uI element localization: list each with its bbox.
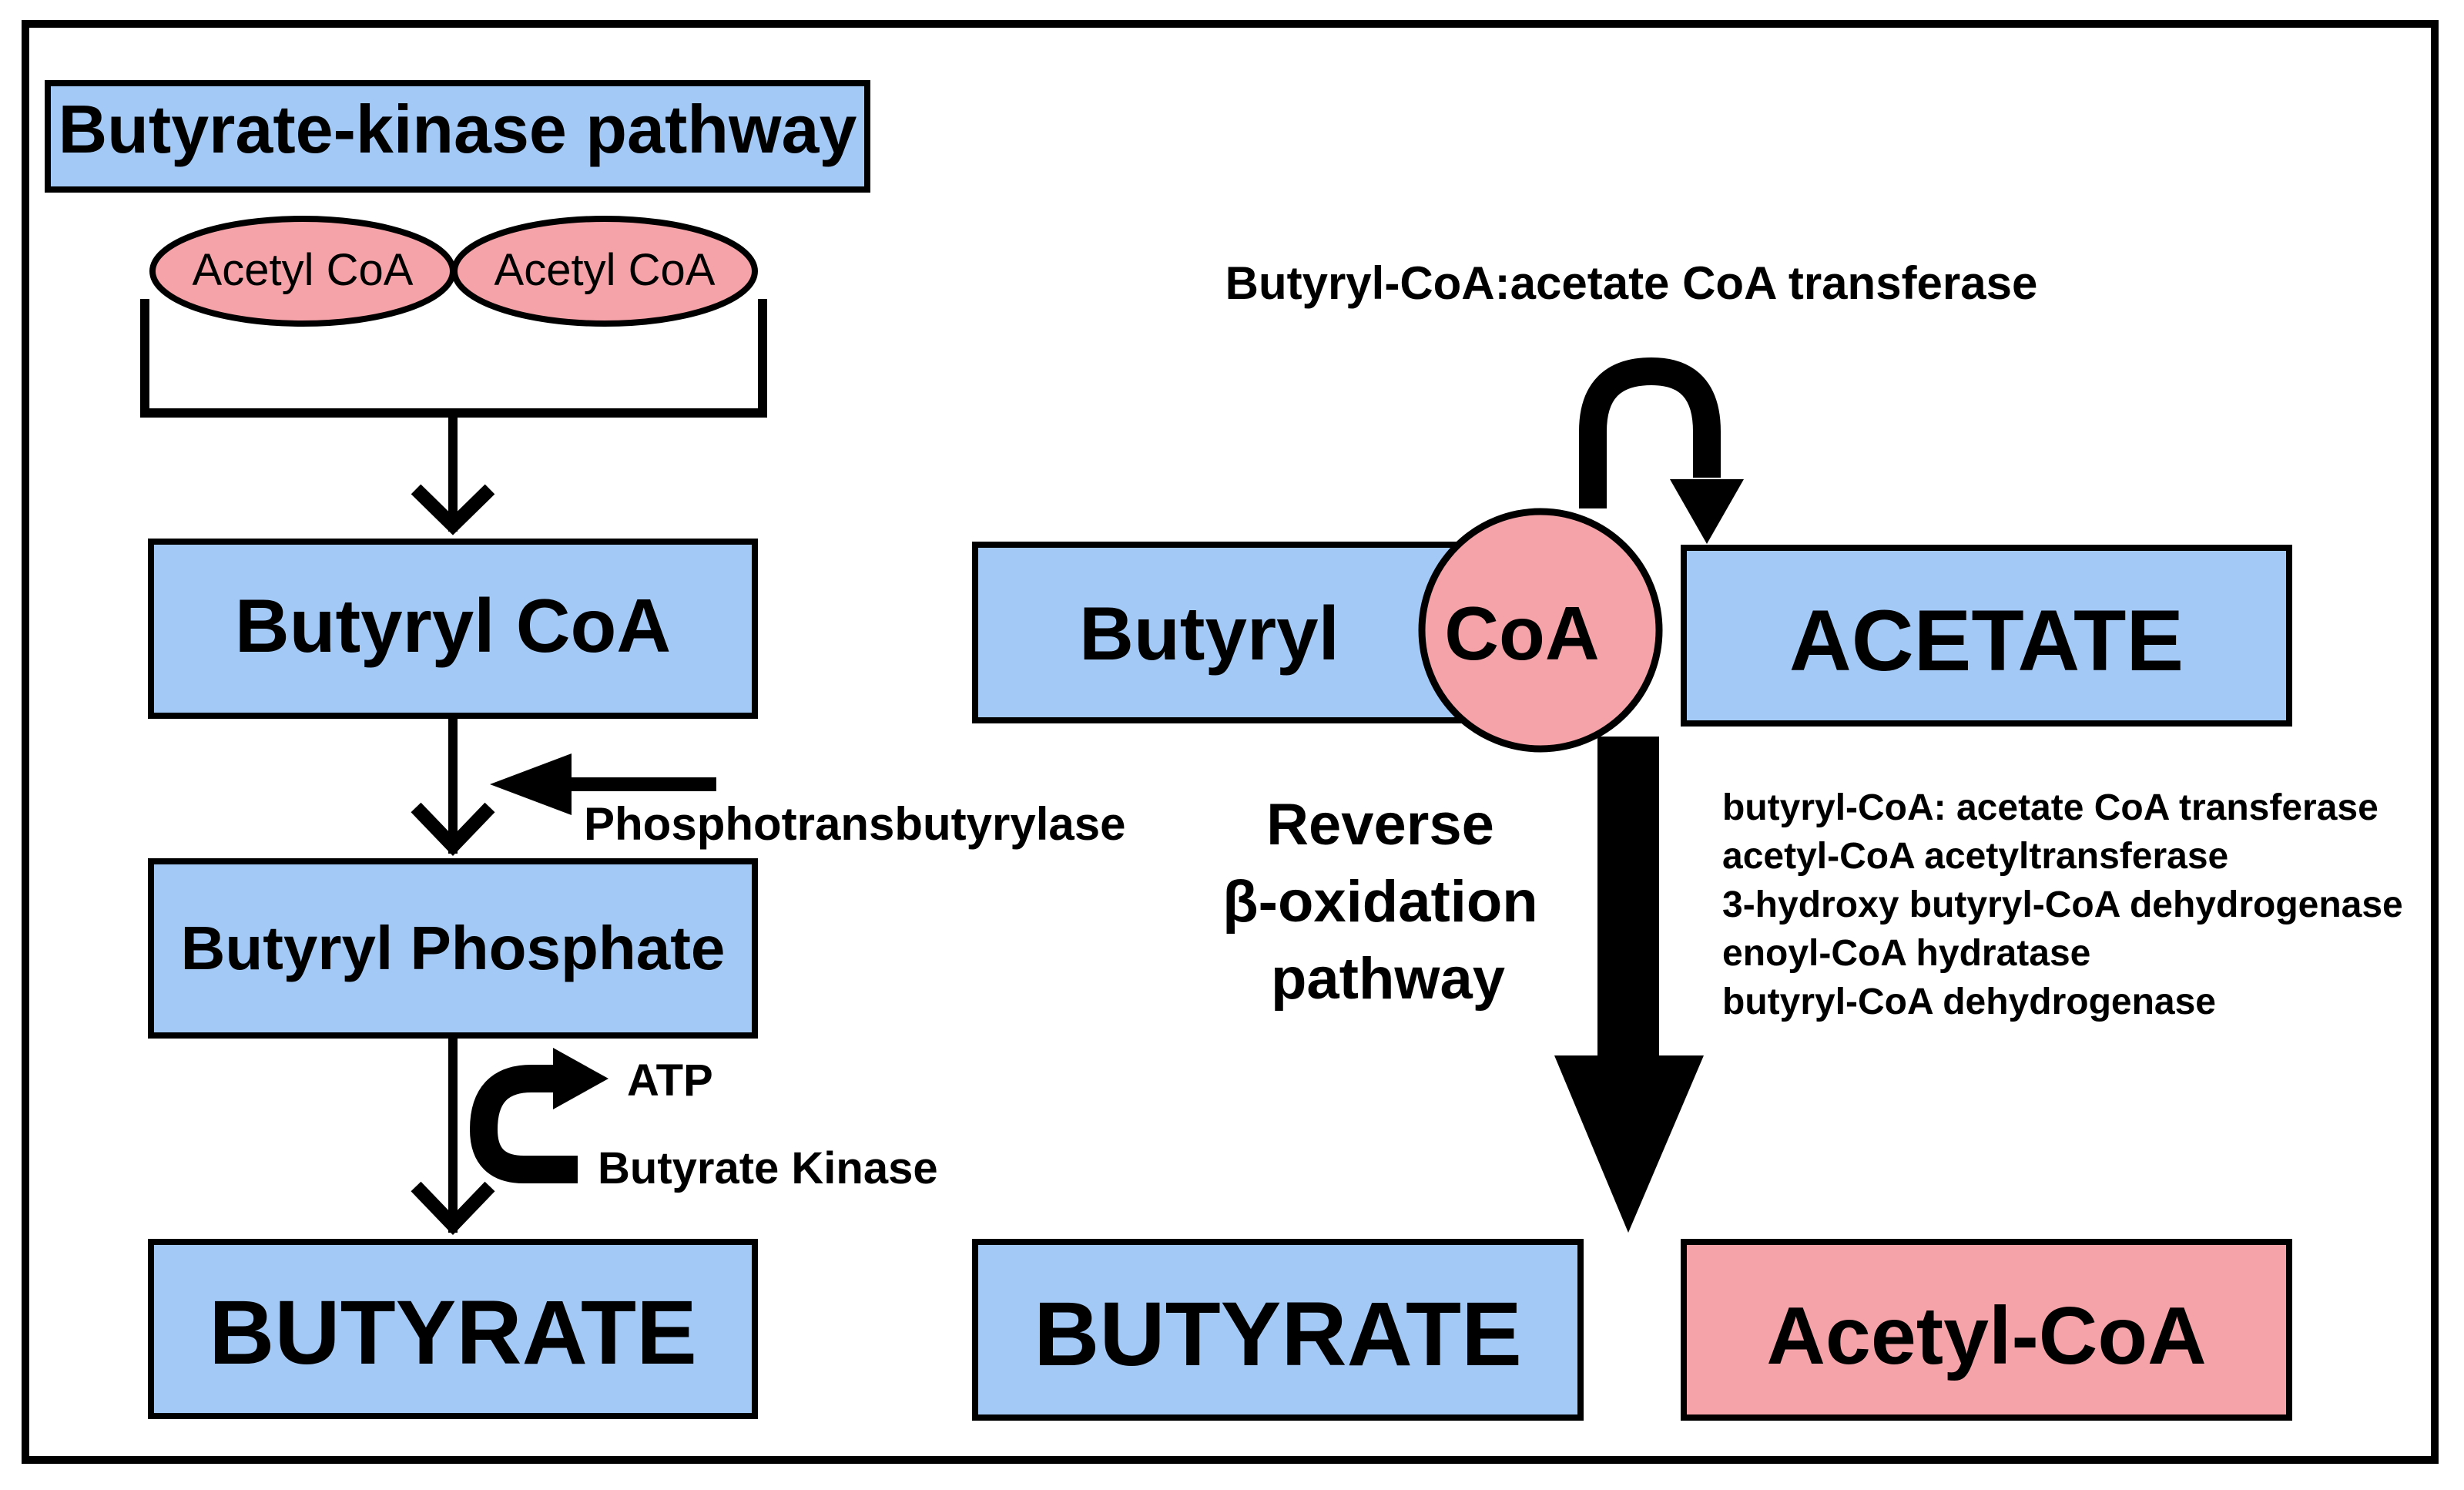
enzyme-list-item: acetyl-CoA acetyltransferase (1722, 836, 2228, 877)
butyrate-label-left: BUTYRATE (209, 1282, 697, 1384)
enzyme-1-arrow (490, 753, 716, 815)
acetyl-coa-label-1: Acetyl CoA (193, 245, 414, 295)
butyrate-label-right: BUTYRATE (1034, 1284, 1522, 1385)
butyryl-coa-label: Butyryl CoA (235, 583, 671, 668)
title-label: Butyrate-kinase pathway (59, 91, 857, 167)
reverse-label-line-3: pathway (1271, 946, 1505, 1012)
enzyme-list-item: enoyl-CoA hydratase (1722, 933, 2090, 974)
coa-circle: CoA (1418, 508, 1663, 753)
acetyl-coa-ellipse-2: Acetyl CoA (451, 216, 758, 327)
acetyl-coa-box: Acetyl-CoA (1681, 1239, 2292, 1421)
butyryl-label: Butyryl (1079, 591, 1339, 676)
butyrate-box-left: BUTYRATE (148, 1239, 758, 1419)
butyrate-box-right: BUTYRATE (972, 1239, 1584, 1421)
acetate-label: ACETATE (1789, 592, 2184, 689)
reverse-beta-oxidation-label: Reverse β-oxidation pathway (1222, 792, 1537, 1012)
butyryl-phosphate-label: Butyryl Phosphate (181, 914, 726, 982)
reverse-label-line-1: Reverse (1266, 792, 1494, 857)
enzyme-list-item: 3-hydroxy butyryl-CoA dehydrogenase (1722, 884, 2403, 925)
butyryl-box: Butyryl (972, 542, 1471, 723)
butyrate-kinase-label: Butyrate Kinase (598, 1143, 938, 1193)
arrow-to-butyryl-coa (411, 413, 495, 535)
title-box: Butyrate-kinase pathway (45, 80, 870, 193)
enzyme-list: butyryl-CoA: acetate CoA transferase ace… (1722, 787, 2403, 1022)
acetyl-coa-label-2: Acetyl CoA (494, 245, 716, 295)
butyryl-phosphate-box: Butyryl Phosphate (148, 858, 758, 1039)
acetate-box: ACETATE (1681, 545, 2292, 727)
enzyme-list-item: butyryl-CoA: acetate CoA transferase (1722, 787, 2379, 828)
acetyl-coa-ellipse-1: Acetyl CoA (149, 216, 456, 327)
arrow-to-butyryl-phosphate (411, 716, 495, 856)
atp-curved-arrow (469, 1048, 608, 1183)
transferase-loop-arrow (1579, 357, 1744, 544)
transferase-label: Butyryl-CoA:acetate CoA transferase (1225, 257, 2038, 309)
reverse-label-line-2: β-oxidation (1222, 869, 1537, 935)
main-down-arrow (1554, 737, 1704, 1233)
acetyl-coa-product-label: Acetyl-CoA (1766, 1290, 2206, 1381)
enzyme-list-item: butyryl-CoA dehydrogenase (1722, 982, 2216, 1022)
butyryl-coa-box: Butyryl CoA (148, 539, 758, 719)
phosphotransbutyrylase-label: Phosphotransbutyrylase (584, 798, 1126, 850)
atp-label: ATP (627, 1055, 713, 1106)
coa-label: CoA (1444, 591, 1599, 676)
arrow-to-butyrate (411, 1035, 495, 1235)
